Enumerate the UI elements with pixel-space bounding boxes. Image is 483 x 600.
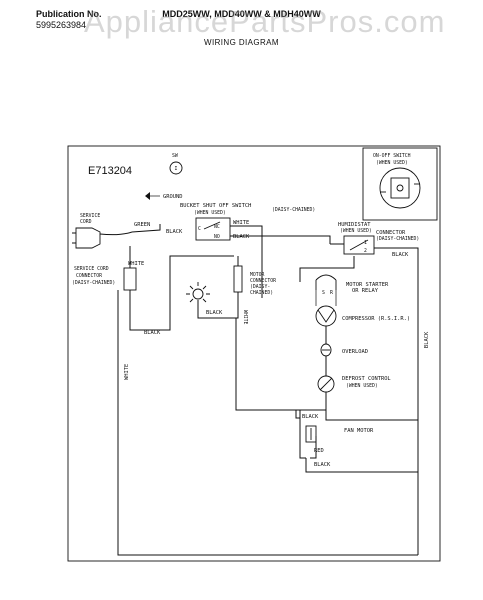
bucket-switch-black: BLACK xyxy=(233,234,250,240)
humidistat-terminal-1: 1 xyxy=(364,240,367,246)
bucket-switch-white: WHITE xyxy=(233,220,249,226)
switch-symbol-mark: I xyxy=(175,166,178,172)
overload-label: OVERLOAD xyxy=(342,349,368,355)
bucket-switch-box-icon xyxy=(195,217,231,241)
bucket-switch-when-used: (WHEN USED) xyxy=(194,210,226,216)
watermark: AppliancePartsPros.com xyxy=(84,4,446,39)
connector-black: BLACK xyxy=(392,252,409,258)
cord-connector-label-3: (DAISY-CHAINED) xyxy=(72,280,115,286)
overload-icon xyxy=(320,343,332,357)
fan-motor-icon xyxy=(305,425,317,443)
bucket-switch-daisy: (DAISY-CHAINED) xyxy=(272,207,315,213)
motor-connector-label-1: MOTOR xyxy=(250,272,265,278)
cord-connector-label-1: SERVICE CORD xyxy=(74,266,109,272)
model-numbers: MDD25WW, MDD40WW & MDH40WW xyxy=(162,9,321,19)
left-trunk-label: WHITE xyxy=(124,364,130,380)
onoff-inset: ON-OFF SWITCH (WHEN USED) xyxy=(362,147,438,221)
switch-symbol-icon: SW I xyxy=(169,153,183,175)
motor-connector-label-3: (DAISY- xyxy=(250,284,270,290)
switch-symbol-tag: SW xyxy=(172,153,178,159)
compressor-icon xyxy=(315,305,337,327)
fan-red-label: RED xyxy=(314,448,324,454)
compressor-label: COMPRESSOR (R.S.I.R.) xyxy=(342,316,410,322)
page-title: WIRING DIAGRAM xyxy=(204,38,279,47)
starter-label-2: OR RELAY xyxy=(352,288,379,294)
service-cord-label-2: CORD xyxy=(80,219,92,225)
cord-black-label: BLACK xyxy=(166,229,183,235)
humidistat-box-icon xyxy=(343,235,375,255)
defrost-control-icon xyxy=(317,375,335,393)
humidistat-terminal-2: 2 xyxy=(364,248,367,254)
motor-connector-label-2: CONNECTOR xyxy=(250,278,276,284)
publication-label: Publication No. xyxy=(36,9,102,19)
motor-connector-white: WHITE xyxy=(242,310,248,325)
defrost-label: DEFROST CONTROL xyxy=(342,376,391,382)
publication-number: 5995263984 xyxy=(36,20,87,30)
onoff-switch-icon xyxy=(379,167,421,209)
fan-black-bottom: BLACK xyxy=(314,462,331,468)
humidistat-label: HUMIDISTAT xyxy=(338,222,371,228)
starter-s: S xyxy=(322,290,325,296)
ground-icon xyxy=(145,192,160,200)
cord-connector-white: WHITE xyxy=(128,261,144,267)
plug-icon xyxy=(72,227,133,249)
cord-connector-label-2: CONNECTOR xyxy=(76,273,102,279)
cord-green-label: GREEN xyxy=(134,222,150,228)
onoff-when-used: (WHEN USED) xyxy=(376,160,408,166)
connector-daisy: (DAISY-CHAINED) xyxy=(376,236,419,242)
left-trunk-wire xyxy=(117,290,418,556)
motor-connector-black: BLACK xyxy=(206,310,223,316)
fan-motor-label: FAN MOTOR xyxy=(344,428,374,434)
ground-label: GROUND xyxy=(163,194,182,200)
humidistat-when-used: (WHEN USED) xyxy=(340,228,372,234)
bucket-switch-no: NO xyxy=(214,234,220,240)
starter-label-1: MOTOR STARTER xyxy=(346,282,389,288)
connector-label: CONNECTOR xyxy=(376,230,406,236)
right-trunk-label: BLACK xyxy=(424,331,430,348)
defrost-when-used: (WHEN USED) xyxy=(346,383,378,389)
relay-icon xyxy=(315,274,337,290)
bucket-switch-c: C xyxy=(198,226,201,232)
fan-black-top: BLACK xyxy=(302,414,319,420)
starter-r: R xyxy=(330,290,333,296)
cord-connector-icon xyxy=(123,267,137,291)
bucket-switch-nc: NC xyxy=(214,224,220,230)
bucket-switch-label: BUCKET SHUT OFF SWITCH xyxy=(180,203,251,209)
motor-connector-icon xyxy=(233,265,243,293)
onoff-label: ON-OFF SWITCH xyxy=(373,153,411,159)
diagram-border xyxy=(67,145,441,562)
diagram-code: E713204 xyxy=(88,165,132,177)
service-cord-label-1: SERVICE xyxy=(80,213,100,219)
cord-connector-black: BLACK xyxy=(144,330,161,336)
